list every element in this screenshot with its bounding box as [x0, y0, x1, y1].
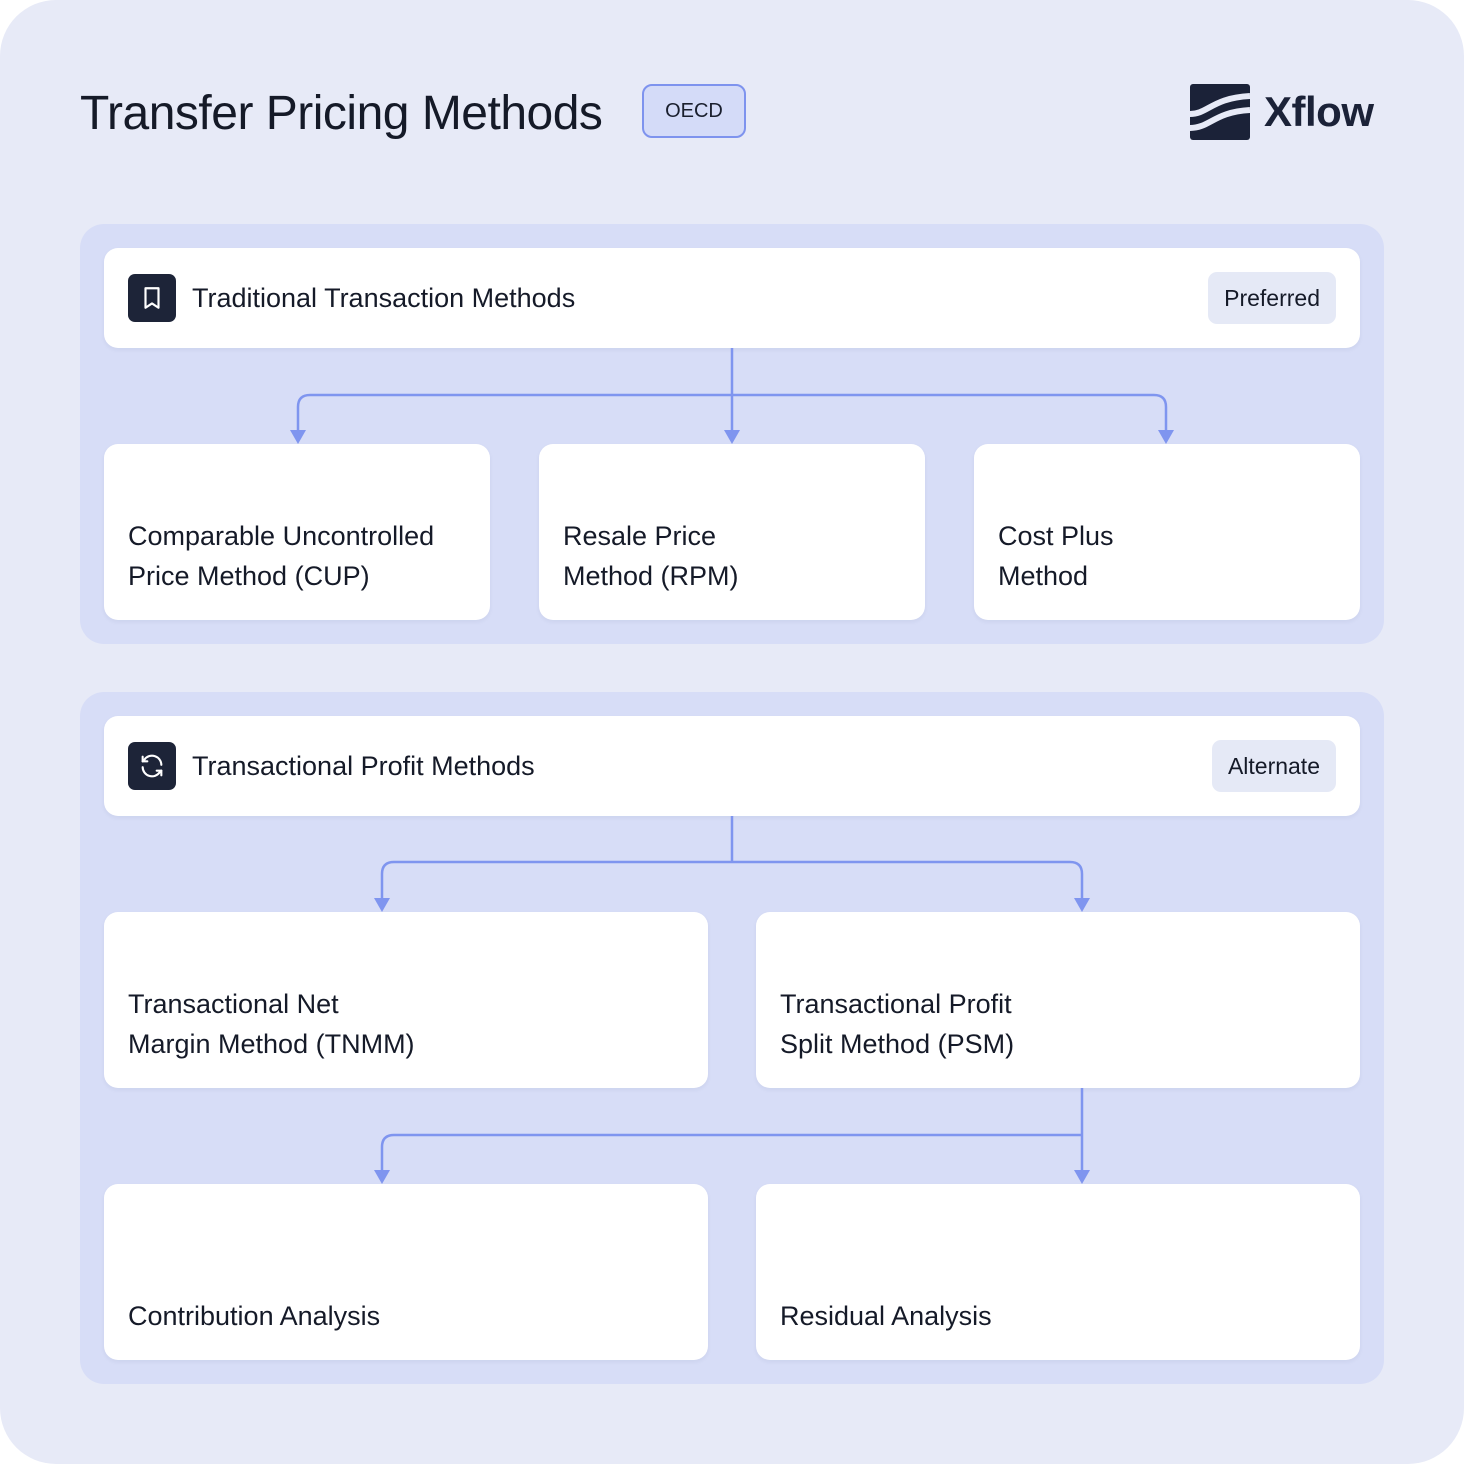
bookmark-icon: [128, 274, 176, 322]
approach-card-residual: Residual Analysis: [756, 1184, 1360, 1360]
method-label: Comparable Uncontrolled Price Method (CU…: [128, 521, 435, 591]
group-title: Transactional Profit Methods: [192, 751, 535, 781]
profit-methods-header: Transactional Profit Methods Alternate: [104, 716, 1360, 816]
approach-label: Contribution Analysis: [128, 1301, 381, 1331]
traditional-methods-header: Traditional Transaction Methods Preferre…: [104, 248, 1360, 348]
arrow-head: [724, 430, 740, 444]
arrow-head: [1158, 430, 1174, 444]
arrow-head: [374, 898, 390, 912]
arrow-head: [374, 1170, 390, 1184]
method-label: Cost Plus Method: [998, 521, 1114, 591]
arrow-head: [290, 430, 306, 444]
method-card-tnmm: Transactional Net Margin Method (TNMM): [104, 912, 708, 1088]
oecd-tag: OECD: [642, 84, 746, 138]
method-label: Transactional Net Margin Method (TNMM): [128, 989, 415, 1059]
method-card-psm: Transactional Profit Split Method (PSM): [756, 912, 1360, 1088]
method-card-rpm: Resale Price Method (RPM): [539, 444, 925, 620]
arrow-head: [1074, 1170, 1090, 1184]
approach-card-contribution: Contribution Analysis: [104, 1184, 708, 1360]
alternate-badge: Alternate: [1211, 740, 1336, 792]
connector-to-tnmm: [380, 860, 732, 900]
profit-methods-group: Transactional Profit Methods Alternate T…: [80, 692, 1384, 1384]
group-title: Traditional Transaction Methods: [192, 283, 576, 313]
xflow-logo-icon: [1190, 84, 1250, 140]
approach-label: Residual Analysis: [780, 1301, 992, 1331]
connector-to-contribution: [380, 1133, 1082, 1172]
connector-to-cost-plus: [732, 393, 1168, 432]
preferred-badge: Preferred: [1208, 272, 1336, 324]
arrow-head: [1074, 898, 1090, 912]
logo-wordmark: Xflow: [1264, 88, 1374, 135]
connector-to-cup: [296, 393, 732, 432]
method-label: Transactional Profit Split Method (PSM): [780, 989, 1015, 1059]
refresh-icon: [128, 742, 176, 790]
method-card-cost-plus: Cost Plus Method: [974, 444, 1360, 620]
connector-to-psm: [732, 860, 1084, 900]
method-label: Resale Price Method (RPM): [563, 521, 739, 591]
brand-logo: Xflow: [1190, 84, 1374, 140]
method-card-cup: Comparable Uncontrolled Price Method (CU…: [104, 444, 490, 620]
page-title: Transfer Pricing Methods: [80, 87, 603, 140]
